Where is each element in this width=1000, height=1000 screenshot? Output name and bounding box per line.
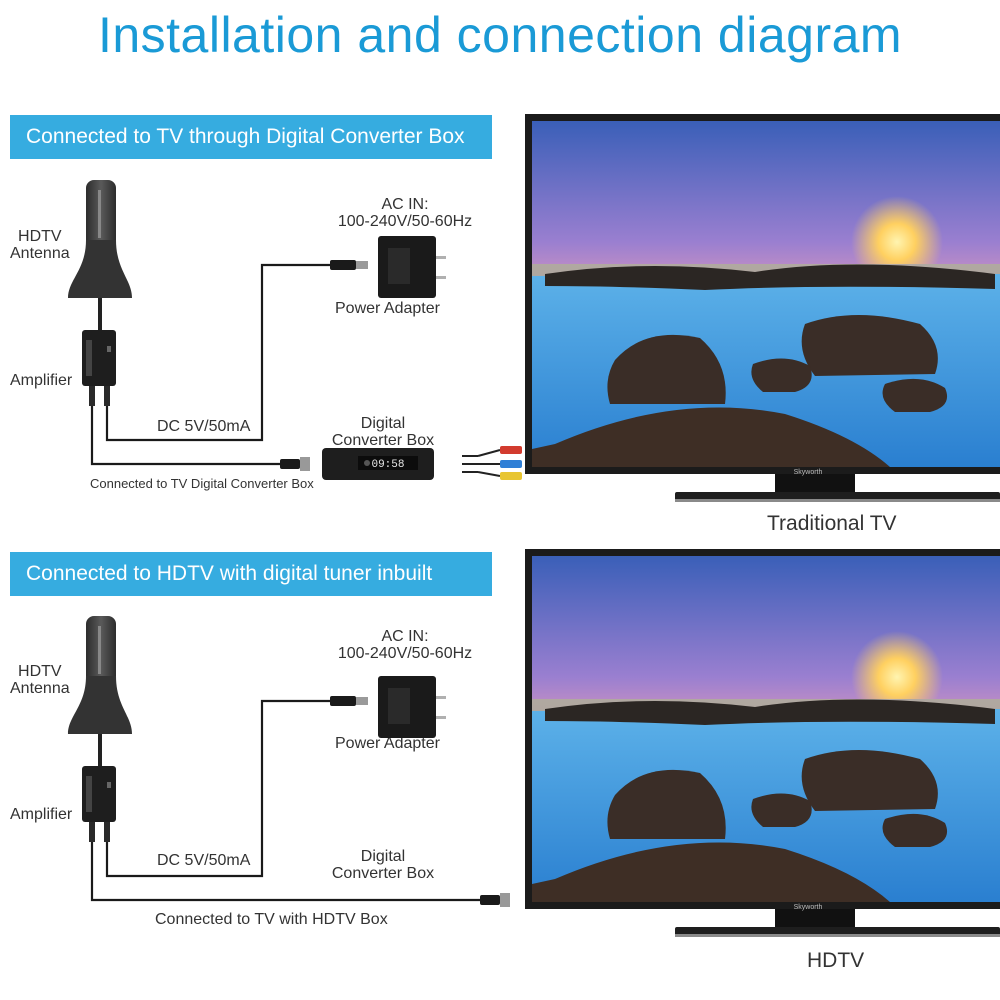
section-1-power-adapter-label: Power Adapter	[335, 300, 440, 317]
hdtv-icon	[525, 549, 1000, 937]
usb-plug-icon	[330, 260, 368, 270]
antenna-icon	[68, 616, 132, 842]
coax-plug-icon	[480, 893, 510, 907]
section-1-tv-label: Traditional TV	[767, 512, 897, 535]
converter-box-icon: 09:58	[322, 448, 434, 480]
section-1-cable-label: Connected to TV Digital Converter Box	[90, 476, 314, 491]
coax-cable-icon	[90, 406, 280, 466]
section-1-header: Connected to TV through Digital Converte…	[10, 115, 492, 159]
section-1-ac-in-label: AC IN: 100-240V/50-60Hz	[337, 196, 473, 230]
antenna-icon	[68, 180, 132, 406]
section-1-antenna-label: HDTV Antenna	[10, 228, 70, 262]
power-adapter-icon	[378, 236, 446, 298]
section-2-antenna-label: HDTV Antenna	[10, 663, 70, 697]
section-1-dc-label: DC 5V/50mA	[157, 418, 251, 435]
section-1-graphics: 09:58 Skyworth	[68, 114, 1000, 502]
section-2-converter-label: Digital Converter Box	[331, 848, 435, 882]
section-1-converter-label: Digital Converter Box	[331, 415, 435, 449]
traditional-tv-icon	[525, 114, 1000, 502]
usb-cable-icon	[105, 699, 330, 878]
usb-plug-icon	[330, 696, 368, 706]
usb-cable-icon	[105, 263, 330, 442]
section-2-cable-label: Connected to TV with HDTV Box	[155, 911, 388, 928]
section-2-header: Connected to HDTV with digital tuner inb…	[10, 552, 492, 596]
page-title: Installation and connection diagram	[97, 7, 903, 63]
tv-brand-logo: Skyworth	[794, 469, 823, 476]
section-2-ac-in-label: AC IN: 100-240V/50-60Hz	[337, 628, 473, 662]
section-1-amplifier-label: Amplifier	[10, 372, 73, 389]
tv-brand-logo: Skyworth	[794, 904, 823, 911]
section-2-amplifier-label: Amplifier	[10, 806, 73, 823]
coax-plug-icon	[280, 457, 310, 471]
av-cables-icon	[462, 446, 522, 480]
section-2-graphics: Skyworth	[68, 549, 1000, 937]
converter-box-display: 09:58	[371, 459, 404, 471]
section-2-tv-label: HDTV	[807, 949, 865, 972]
section-2-power-adapter-label: Power Adapter	[335, 735, 440, 752]
coax-cable-icon	[90, 842, 480, 902]
section-2-dc-label: DC 5V/50mA	[157, 852, 251, 869]
power-adapter-icon	[378, 676, 446, 738]
